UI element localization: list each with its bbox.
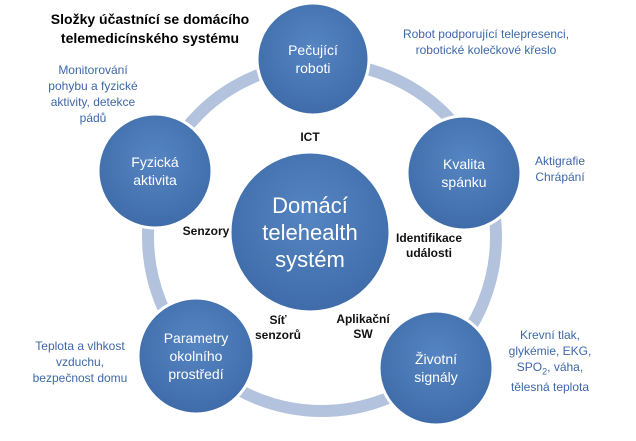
edge-label-identification: Identifikace události	[388, 231, 470, 261]
note-vitals-line-3-pre: SPO	[516, 360, 543, 374]
node-vitals-line-1: Životní	[414, 351, 457, 367]
node-vitals-label: Životní signály	[386, 323, 486, 413]
center-label: Domácí telehealth systém	[230, 152, 390, 312]
note-environment-line-2: vzduchu,	[55, 355, 105, 369]
center-label-line-2: telehealth	[262, 219, 358, 245]
edge-label-ict: ICT	[300, 130, 320, 144]
node-sleep-line-2: spánku	[441, 174, 487, 190]
note-vitals-line-1: Krevní tlak,	[519, 328, 581, 342]
node-environment-line-2: okolního	[169, 348, 223, 364]
node-sleep-circle	[405, 114, 523, 232]
note-vitals-line-3-sub: 2	[542, 366, 548, 377]
note-environment: Teplota a vlhkost vzduchu, bezpečnost do…	[20, 338, 140, 386]
edge-label-app-line-1: Aplikační	[336, 312, 390, 326]
note-robots-line-1: Robot podporující telepresenci,	[402, 27, 570, 41]
note-environment-line-1: Teplota a vlhkost	[35, 339, 125, 353]
note-environment-line-3: bezpečnost domu	[32, 371, 128, 385]
note-vitals-line-4: tělesná teplota	[510, 380, 590, 395]
note-vitals-line-3-post: , váha,	[547, 360, 584, 374]
node-environment-line-3: prostředí	[168, 366, 224, 382]
edge-label-network-line-1: Síť	[269, 313, 287, 327]
note-sleep-line-2: Chrápání	[535, 170, 585, 184]
node-robots-circle	[255, 1, 371, 117]
node-environment-label: Parametry okolního prostředí	[144, 308, 248, 404]
node-sleep-label: Kvalita spánku	[414, 128, 514, 218]
node-vitals-line-2: signály	[414, 369, 458, 385]
title-line-1: Složky účastnící se domácího	[50, 11, 250, 27]
title-line-2: telemedicínského systému	[60, 30, 240, 46]
note-activity: Monitorování pohybu a fyzické aktivity, …	[28, 62, 158, 126]
edge-label-network: Síť senzorů	[248, 313, 308, 343]
diagram-title: Složky účastnící se domácího telemedicín…	[20, 10, 280, 48]
edge-label-identification-line-2: události	[405, 246, 452, 260]
note-vitals-line-3: SPO2, váha,	[490, 359, 610, 379]
note-robots-line-2: robotické kolečkové křeslo	[415, 43, 557, 57]
note-robots: Robot podporující telepresenci, robotick…	[376, 26, 596, 58]
node-sleep-line-1: Kvalita	[442, 156, 486, 172]
center-circle	[228, 150, 392, 314]
note-vitals: Krevní tlak, glykémie, EKG, SPO2, váha, …	[490, 327, 610, 395]
note-vitals-line-2: glykémie, EKG,	[508, 344, 592, 358]
node-activity-label: Fyzická aktivita	[105, 126, 205, 216]
node-activity-line-2: aktivita	[133, 172, 177, 188]
node-activity-circle	[96, 112, 214, 230]
node-environment-circle	[136, 296, 256, 416]
note-activity-line-4: pádů	[79, 111, 107, 125]
edge-label-app: Aplikační SW	[328, 312, 398, 342]
note-sleep-line-1: Aktigrafie	[534, 154, 586, 168]
center-label-line-1: Domácí	[272, 192, 348, 218]
note-sleep: Aktigrafie Chrápání	[520, 153, 600, 185]
edge-label-network-line-2: senzorů	[254, 328, 301, 342]
node-robots-label: Pečující roboti	[263, 14, 363, 104]
edge-label-app-line-2: SW	[353, 327, 373, 341]
node-environment-line-1: Parametry	[163, 330, 229, 346]
node-robots-line-1: Pečující	[288, 42, 338, 58]
edge-label-identification-line-1: Identifikace	[395, 231, 463, 245]
node-robots-line-2: roboti	[295, 60, 331, 76]
note-activity-line-3: aktivity, detekce	[50, 95, 136, 109]
node-activity-line-1: Fyzická	[131, 154, 179, 170]
node-vitals-circle	[377, 309, 495, 427]
note-activity-line-1: Monitorování	[58, 63, 128, 77]
edge-label-sensors: Senzory	[182, 224, 230, 238]
center-label-line-3: systém	[275, 246, 345, 272]
note-activity-line-2: pohybu a fyzické	[48, 79, 138, 93]
